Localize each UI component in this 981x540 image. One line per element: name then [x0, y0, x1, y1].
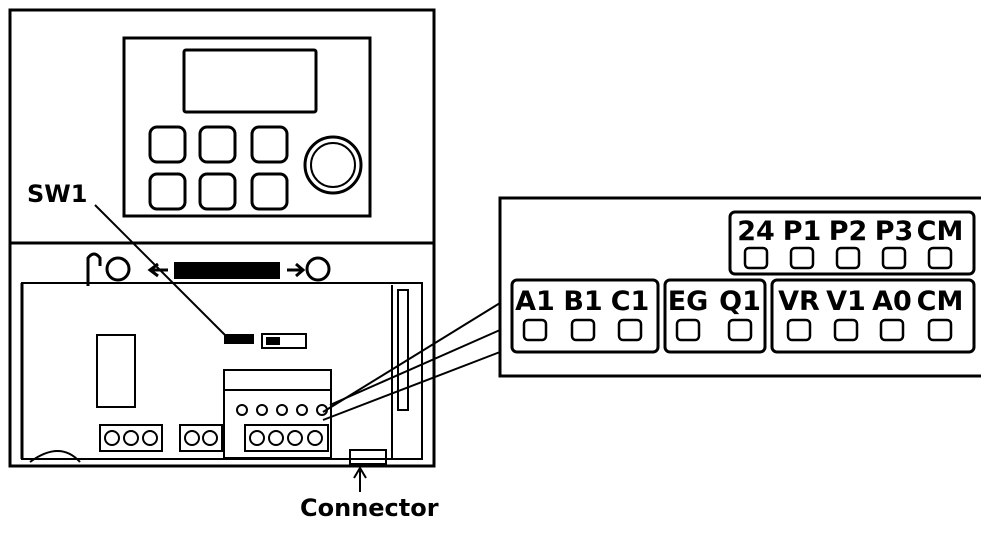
sw1-switch [224, 333, 307, 349]
sw1-label: SW1 [27, 180, 88, 208]
terminal-label: CM [916, 216, 964, 247]
connector-label: Connector [300, 494, 439, 522]
terminal-screw [786, 318, 812, 342]
terminal-screw [727, 318, 753, 342]
terminal-screw [881, 246, 907, 270]
terminal-group [510, 278, 660, 354]
terminal-strip [179, 424, 223, 452]
keypad-panel [122, 36, 372, 218]
terminal-label: EG [667, 286, 709, 317]
side-module [96, 334, 136, 408]
keypad-button [148, 125, 187, 164]
warning-strip [174, 262, 280, 279]
terminal-screw [789, 246, 815, 270]
terminal-strip [99, 424, 163, 452]
terminal-screw [617, 318, 643, 342]
terminal-label: A0 [872, 286, 912, 317]
right-rail [397, 289, 409, 411]
terminal-label: Q1 [719, 286, 761, 317]
terminal-screw [743, 246, 769, 270]
terminal-screw [927, 318, 953, 342]
terminal-screw [835, 246, 861, 270]
terminal-screw [522, 318, 548, 342]
terminal-screw [927, 246, 953, 270]
terminal-label: V1 [826, 286, 866, 317]
terminal-group-top [728, 210, 976, 276]
terminal-screw [675, 318, 701, 342]
terminal-group [663, 278, 767, 354]
screw [105, 256, 131, 282]
terminal-label: B1 [563, 286, 603, 317]
terminal-label: CM [916, 286, 964, 317]
terminal-label: C1 [610, 286, 650, 317]
terminal-label: P2 [828, 216, 868, 247]
terminal-block [223, 369, 332, 459]
terminal-detail-panel [498, 196, 981, 378]
drive-body [8, 8, 436, 468]
terminal-label: 24 [737, 216, 775, 247]
cover-latch [86, 252, 102, 286]
screw [305, 256, 331, 282]
keypad-button [198, 172, 237, 211]
terminal-label: VR [778, 286, 820, 317]
terminal-label: A1 [515, 286, 555, 317]
terminal-screw [879, 318, 905, 342]
keypad-button [250, 172, 289, 211]
keypad-button [198, 125, 237, 164]
board-terminals [244, 424, 329, 452]
terminal-label: P3 [874, 216, 914, 247]
keypad-button [148, 172, 187, 211]
terminal-label: P1 [782, 216, 822, 247]
dial-knob-inner [310, 142, 356, 188]
terminal-screw [570, 318, 596, 342]
terminal-screw [833, 318, 859, 342]
terminal-group [770, 278, 976, 354]
display-window [182, 48, 318, 114]
sw1-leader [94, 204, 233, 343]
dial-knob [303, 135, 363, 195]
keypad-button [250, 125, 289, 164]
connector-part [349, 449, 387, 465]
